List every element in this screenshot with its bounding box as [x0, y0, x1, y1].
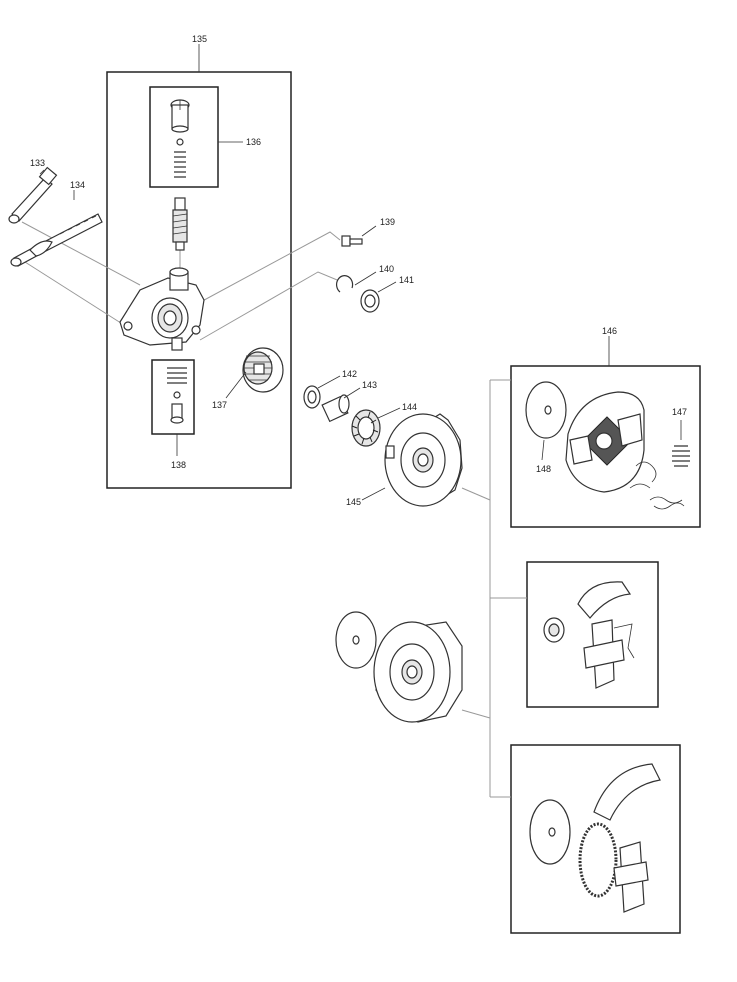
part-146-clutch-shoes [565, 391, 645, 493]
part-148-plate [525, 381, 567, 461]
label-134: 134 [70, 180, 85, 190]
clutch-springs [629, 461, 685, 510]
assembly-box-146 [510, 365, 701, 528]
part-141-washer [360, 281, 397, 313]
label-144: 144 [402, 402, 417, 412]
worm-shaft [172, 197, 188, 251]
part-136-oil-plunger [170, 99, 190, 178]
alt-washer [335, 611, 377, 669]
label-146: 146 [602, 326, 617, 336]
oil-pump-housing [119, 267, 205, 351]
alt-a-parts [543, 581, 635, 689]
variant-bracket [461, 379, 527, 798]
part-139-screw [341, 225, 377, 247]
alt-b-parts [529, 763, 661, 913]
assembly-box-alt-b [510, 744, 681, 934]
label-148: 148 [536, 464, 551, 474]
label-147: 147 [672, 407, 687, 417]
sub-box-136 [149, 86, 219, 188]
label-143: 143 [362, 380, 377, 390]
assembly-box-alt-a [526, 561, 659, 708]
label-145: 145 [346, 497, 361, 507]
part-140-circlip [336, 271, 377, 293]
label-142: 142 [342, 369, 357, 379]
alt-clutch-drum [373, 621, 463, 723]
part-138-valve [167, 367, 187, 424]
part-147-spring [672, 420, 690, 467]
label-139: 139 [380, 217, 395, 227]
label-140: 140 [379, 264, 394, 274]
label-133: 133 [30, 158, 45, 168]
part-143-needle-bearing [321, 387, 361, 423]
label-141: 141 [399, 275, 414, 285]
part-133-bolt [8, 166, 58, 224]
label-136: 136 [246, 137, 261, 147]
part-145-clutch-drum [361, 413, 463, 507]
leader-lines [39, 44, 610, 456]
label-135: 135 [192, 34, 207, 44]
label-138: 138 [171, 460, 186, 470]
part-134-screw [10, 213, 103, 267]
part-137-worm-gear [242, 347, 284, 393]
assembly-box-135 [106, 71, 292, 489]
part-142-washer [303, 375, 341, 409]
part-144-sprocket [351, 407, 401, 447]
label-137: 137 [212, 400, 227, 410]
sub-box-138 [151, 359, 195, 435]
